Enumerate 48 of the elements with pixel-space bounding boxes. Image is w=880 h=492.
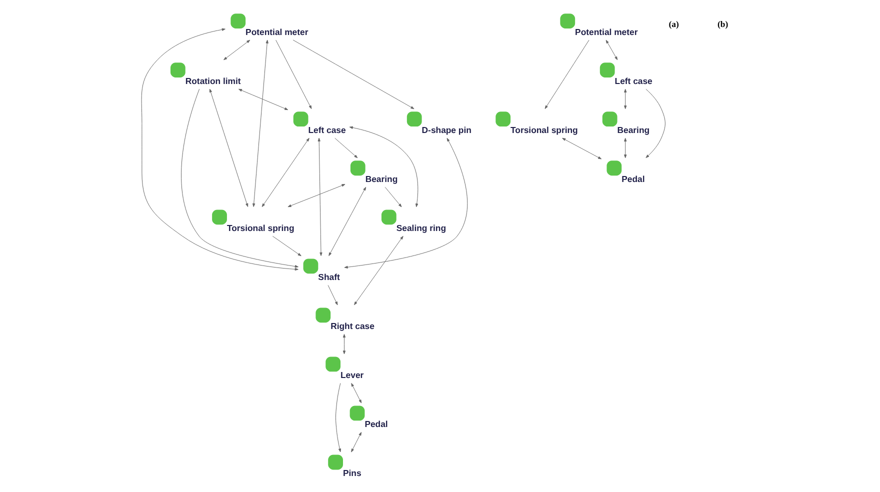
arrow — [562, 138, 602, 160]
arrow — [350, 432, 362, 452]
arrow — [544, 40, 589, 109]
node-label: Potential meter — [574, 26, 638, 37]
arrow — [605, 40, 618, 60]
node-label: Potential meter — [245, 26, 308, 37]
arrow — [354, 236, 403, 306]
node-label: Left case — [614, 76, 652, 86]
arrow — [342, 334, 346, 354]
label: (a) — [668, 19, 678, 30]
arrow — [272, 236, 301, 256]
arrow — [287, 184, 345, 208]
arrow — [317, 138, 322, 256]
arrow — [140, 28, 298, 271]
arrow — [645, 88, 665, 158]
arrow — [223, 40, 250, 60]
arrow — [208, 88, 248, 207]
arrow — [238, 88, 288, 110]
arrow — [180, 88, 298, 268]
node-label: Torsional spring — [226, 222, 294, 233]
node-label: Left case — [308, 124, 346, 135]
node-label: Bearing — [616, 124, 650, 135]
arrow — [624, 88, 626, 110]
arrow — [252, 40, 268, 207]
arrow — [292, 40, 414, 110]
node-label: Pins — [342, 468, 361, 478]
node-label: Right case — [330, 320, 374, 331]
node-label: Rotation limit — [184, 76, 240, 86]
node-label: Sealing ring — [396, 222, 446, 233]
node-label: Pedal — [364, 419, 388, 430]
arrow — [261, 138, 309, 208]
node-label: Pedal — [621, 174, 644, 184]
arrow — [624, 138, 626, 158]
arrow — [328, 186, 366, 256]
arrow — [327, 284, 338, 306]
node-label: Shaft — [318, 272, 340, 282]
arrow — [334, 138, 358, 158]
node-label: Torsional spring — [510, 124, 578, 135]
node-label: Bearing — [364, 174, 398, 184]
arrow — [384, 186, 402, 208]
node-label: D-shape pin — [421, 124, 471, 135]
arrow — [348, 126, 418, 208]
node-label: Lever — [340, 370, 364, 380]
arrow — [275, 40, 312, 109]
arrow — [344, 138, 468, 268]
label: (b) — [716, 19, 728, 30]
arrow — [350, 383, 362, 404]
arrow — [335, 382, 341, 452]
